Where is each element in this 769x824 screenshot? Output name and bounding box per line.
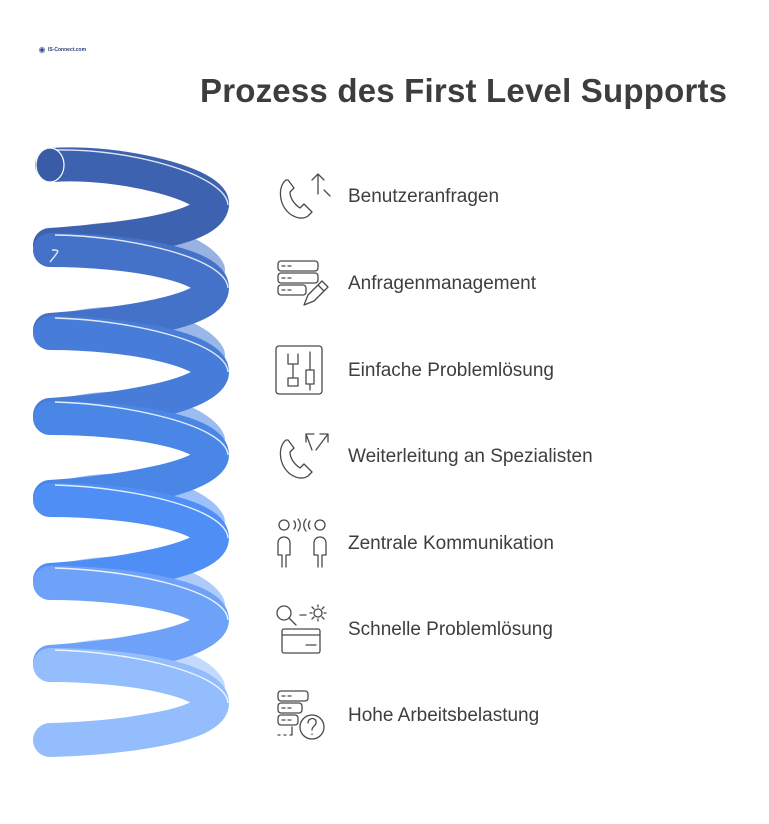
logo-mark-icon (38, 46, 46, 54)
spiral-top-cap (35, 147, 65, 183)
step-einfache-problemloesung: Einfache Problemlösung (272, 342, 752, 402)
step-hohe-arbeitsbelastung: Hohe Arbeitsbelastung (272, 687, 752, 747)
step-label: Zentrale Kommunikation (348, 533, 554, 554)
spiral-front-1 (33, 147, 229, 262)
step-label: Einfache Problemlösung (348, 360, 554, 381)
search-gear-icon (276, 604, 327, 654)
page-title: Prozess des First Level Supports (200, 72, 728, 109)
step-weiterleitung: Weiterleitung an Spezialisten (272, 428, 752, 488)
server-question-icon (277, 690, 325, 740)
phone-incoming-icon (279, 173, 331, 219)
phone-forward-icon (279, 433, 329, 479)
step-label: Schnelle Problemlösung (348, 619, 553, 640)
server-edit-icon (277, 260, 329, 306)
step-anfragenmanagement: Anfragenmanagement (272, 255, 752, 315)
step-schnelle-problemloesung: Schnelle Problemlösung (272, 601, 752, 661)
step-label: Anfragenmanagement (348, 273, 537, 294)
logo: IS-Connect.com (38, 46, 86, 54)
people-talking-icon (277, 518, 327, 568)
step-label: Weiterleitung an Spezialisten (348, 446, 593, 467)
logo-text: IS-Connect.com (48, 47, 87, 53)
tools-icon (275, 345, 323, 395)
step-label: Hohe Arbeitsbelastung (348, 705, 540, 726)
step-label: Benutzeranfragen (348, 186, 500, 207)
spiral-front-7 (33, 648, 230, 757)
step-zentrale-kommunikation: Zentrale Kommunikation (272, 515, 752, 575)
step-benutzeranfragen: Benutzeranfragen (272, 168, 752, 228)
